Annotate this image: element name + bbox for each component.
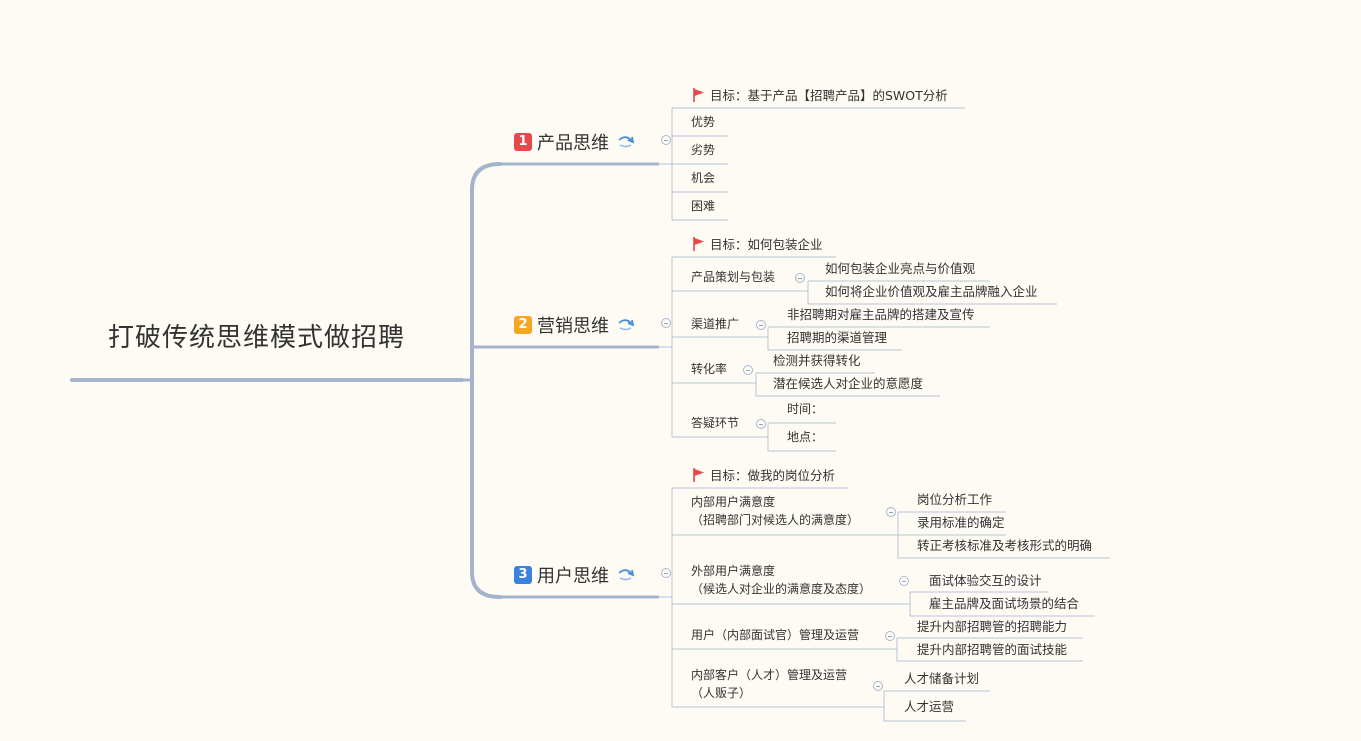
link-arrow-icon[interactable] [617,567,635,583]
leaf-node[interactable]: 潜在候选人对企业的意愿度 [773,376,924,391]
leaf-node[interactable]: 提升内部招聘管的面试技能 [917,642,1068,657]
collapse-toggle[interactable] [756,419,766,429]
node-difficulty[interactable]: 困难 [691,199,716,213]
link-arrow-icon[interactable] [617,134,635,150]
leaf-node[interactable]: 时间： [787,402,824,416]
node-opportunity[interactable]: 机会 [691,171,716,185]
collapse-toggle[interactable] [756,320,766,330]
leaf-node[interactable]: 提升内部招聘管的招聘能力 [917,619,1068,634]
leaf-node[interactable]: 如何包装企业亮点与价值观 [825,261,976,276]
leaf-node[interactable]: 招聘期的渠道管理 [787,330,888,345]
collapse-toggle[interactable] [886,507,896,517]
leaf-node[interactable]: 雇主品牌及面试场景的结合 [929,596,1080,611]
node-external-satisfaction-sub: （候选人对企业的满意度及态度） [691,582,872,596]
leaf-node[interactable]: 人才运营 [904,699,955,714]
leaf-node[interactable]: 转正考核标准及考核形式的明确 [917,538,1093,553]
goal-note: 目标：如何包装企业 [693,237,823,252]
root-topic[interactable]: 打破传统思维模式做招聘 [108,323,406,353]
node-product-planning[interactable]: 产品策划与包装 [691,270,776,284]
branch-product-thinking[interactable]: 1 产品思维 [514,129,635,155]
node-interviewer-management[interactable]: 用户（内部面试官）管理及运营 [691,628,860,642]
collapse-toggle[interactable] [795,273,805,283]
collapse-toggle[interactable] [661,568,671,578]
node-weakness[interactable]: 劣势 [691,143,716,157]
branch-user-thinking[interactable]: 3 用户思维 [514,562,635,588]
flag-icon [693,237,704,251]
goal-text: 目标：基于产品【招聘产品】的SWOT分析 [710,88,948,103]
link-arrow-icon[interactable] [617,317,635,333]
goal-note: 目标：基于产品【招聘产品】的SWOT分析 [693,88,948,103]
node-internal-satisfaction-sub: （招聘部门对候选人的满意度） [691,513,860,527]
leaf-node[interactable]: 面试体验交互的设计 [929,573,1042,588]
collapse-toggle[interactable] [885,631,895,641]
priority-badge: 2 [514,316,532,334]
goal-text: 目标：如何包装企业 [710,237,823,252]
leaf-node[interactable]: 人才储备计划 [904,671,980,686]
goal-text: 目标：做我的岗位分析 [710,468,836,483]
node-talent-management[interactable]: 内部客户（人才）管理及运营 [691,668,848,682]
node-internal-satisfaction[interactable]: 内部用户满意度 [691,495,776,509]
leaf-node[interactable]: 如何将企业价值观及雇主品牌融入企业 [825,284,1038,299]
node-qa-session[interactable]: 答疑环节 [691,416,740,430]
branch-label: 用户思维 [537,566,609,587]
node-strength[interactable]: 优势 [691,115,716,129]
flag-icon [693,88,704,102]
leaf-node[interactable]: 非招聘期对雇主品牌的搭建及宣传 [787,307,975,322]
priority-badge: 3 [514,566,532,584]
leaf-node[interactable]: 检测并获得转化 [773,353,861,368]
leaf-node[interactable]: 录用标准的确定 [917,515,1005,530]
collapse-toggle[interactable] [743,365,753,375]
branch-label: 营销思维 [537,316,609,337]
node-talent-management-sub: （人贩子） [691,686,752,700]
leaf-node[interactable]: 地点： [787,430,824,444]
branch-label: 产品思维 [537,133,609,154]
leaf-node[interactable]: 岗位分析工作 [917,492,993,507]
collapse-toggle[interactable] [661,135,671,145]
node-channel-promotion[interactable]: 渠道推广 [691,317,740,331]
node-external-satisfaction[interactable]: 外部用户满意度 [691,564,776,578]
collapse-toggle[interactable] [899,576,909,586]
node-conversion-rate[interactable]: 转化率 [691,362,728,376]
collapse-toggle[interactable] [873,681,883,691]
priority-badge: 1 [514,133,532,151]
flag-icon [693,468,704,482]
branch-marketing-thinking[interactable]: 2 营销思维 [514,312,635,338]
collapse-toggle[interactable] [661,318,671,328]
goal-note: 目标：做我的岗位分析 [693,468,835,483]
